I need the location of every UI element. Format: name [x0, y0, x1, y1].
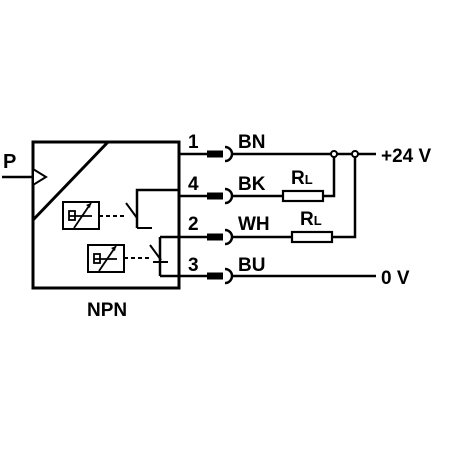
wire-load-2-return: [332, 154, 357, 239]
connector-pin-4: [179, 187, 234, 205]
switch-contacts: [125, 194, 168, 276]
sensor-type-label: NPN: [87, 300, 127, 321]
wire-label-bk: BK: [238, 174, 266, 195]
supply-ground-label: 0 V: [381, 268, 410, 289]
load-resistor-1: [281, 189, 325, 203]
supply-positive-label: +24 V: [381, 146, 432, 167]
sensing-element-2: [87, 244, 150, 273]
junction-dot-2: [351, 150, 359, 158]
wire-internal-bk: [135, 188, 179, 194]
load-label-2: RL: [300, 209, 322, 230]
connector-pin-3: [179, 267, 234, 285]
input-arrow-icon: [32, 167, 48, 187]
load-resistor-2: [290, 230, 334, 244]
pin-number-4: 4: [188, 174, 199, 195]
pin-number-1: 1: [188, 132, 199, 153]
sensing-element-1: [62, 201, 126, 230]
load-label-1: RL: [291, 168, 313, 189]
pin-number-3: 3: [188, 255, 199, 276]
connector-pin-2: [179, 228, 234, 246]
wire-label-bu: BU: [238, 255, 265, 276]
wire-label-wh: WH: [238, 214, 270, 235]
sensor-diagonal: [31, 140, 110, 222]
junction-dot-1: [330, 150, 338, 158]
connector-pin-1: [179, 145, 234, 163]
wire-load-1-return: [323, 154, 336, 198]
pin-number-2: 2: [188, 214, 199, 235]
wire-label-bn: BN: [238, 132, 265, 153]
input-label: P: [3, 151, 16, 173]
